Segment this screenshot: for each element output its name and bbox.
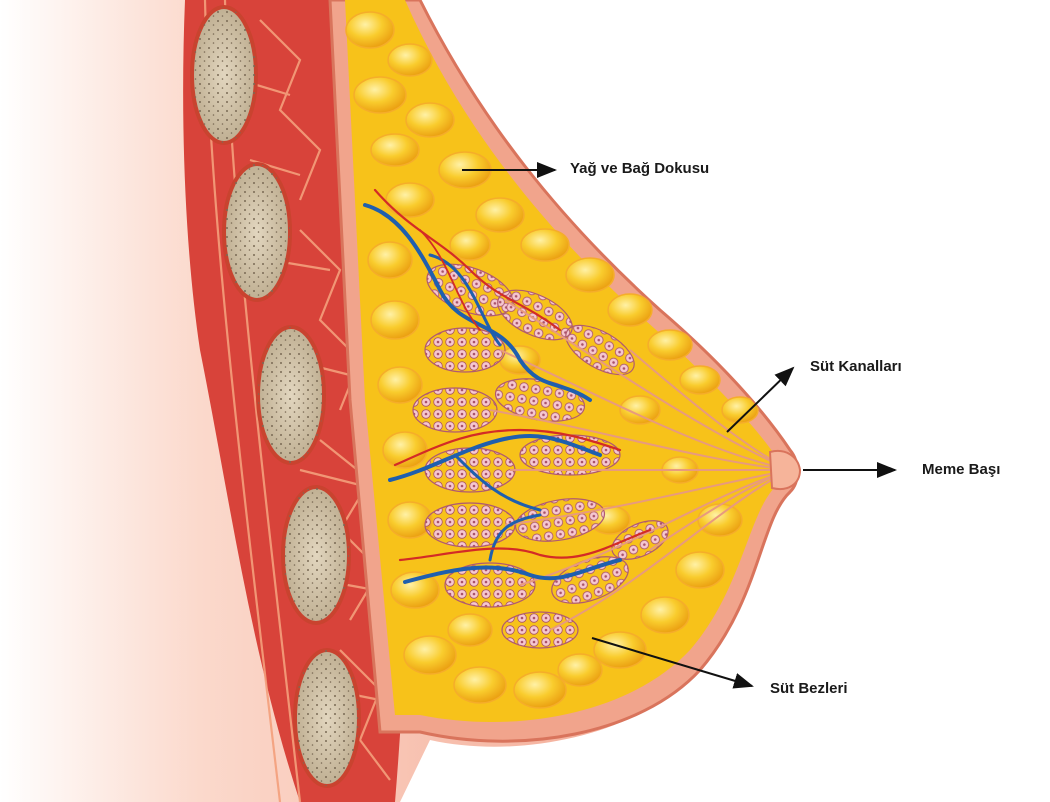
label-nipple: Meme Başı [922,461,1000,478]
label-milk-glands: Süt Bezleri [770,680,848,697]
label-fat-tissue: Yağ ve Bağ Dokusu [570,160,709,177]
label-milk-ducts: Süt Kanalları [810,358,902,375]
